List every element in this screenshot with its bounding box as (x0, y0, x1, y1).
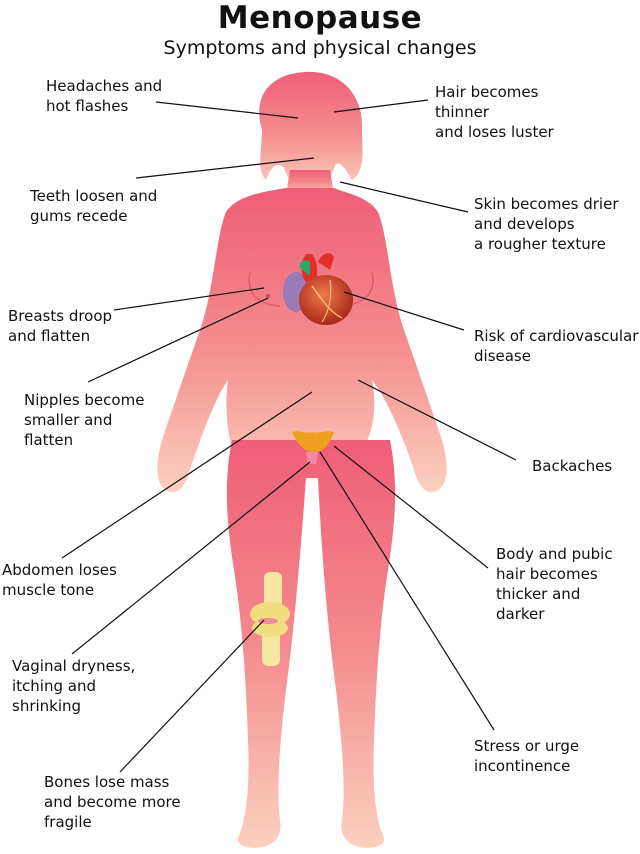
leader-bones (119, 619, 265, 773)
leader-abdomen (61, 391, 313, 559)
label-vaginal: Vaginal dryness, itching and shrinking (12, 657, 136, 715)
label-body-hair: Body and pubic hair becomes thicker and … (496, 545, 613, 623)
label-stress: Stress or urge incontinence (474, 737, 580, 775)
leader-breasts (113, 287, 265, 311)
leader-nipples (87, 297, 269, 383)
heart-icon (283, 253, 353, 325)
leader-hair (333, 99, 429, 113)
label-hair: Hair becomes thinner and loses luster (435, 83, 554, 141)
leader-teeth (135, 157, 315, 179)
leader-skin (339, 181, 469, 213)
label-teeth: Teeth loosen and gums recede (30, 187, 158, 225)
label-nipples: Nipples become smaller and flatten (24, 391, 145, 449)
label-breasts: Breasts droop and flatten (8, 307, 113, 345)
knee-joint-icon (250, 572, 290, 666)
page-subtitle: Symptoms and physical changes (163, 37, 477, 59)
leader-backaches (357, 379, 517, 461)
label-bones: Bones lose mass and become more fragile (44, 773, 181, 831)
uterus-icon (292, 431, 334, 464)
label-headaches: Headaches and hot flashes (46, 77, 163, 115)
torso (157, 188, 447, 493)
leader-lines (61, 99, 517, 773)
page-title: Menopause (217, 0, 423, 36)
label-skin: Skin becomes drier and develops a roughe… (474, 195, 619, 253)
label-backaches: Backaches (532, 457, 613, 475)
nipple-left (266, 294, 270, 298)
legs (226, 440, 396, 848)
leader-body-hair (333, 445, 489, 569)
leader-vaginal (71, 461, 311, 655)
leader-cardio (343, 291, 465, 331)
leader-stress (319, 451, 495, 731)
head (259, 71, 363, 190)
label-cardio: Risk of cardiovascular disease (474, 327, 639, 365)
body-silhouette (157, 71, 447, 848)
leader-headaches (155, 101, 299, 119)
label-abdomen: Abdomen loses muscle tone (2, 561, 117, 599)
